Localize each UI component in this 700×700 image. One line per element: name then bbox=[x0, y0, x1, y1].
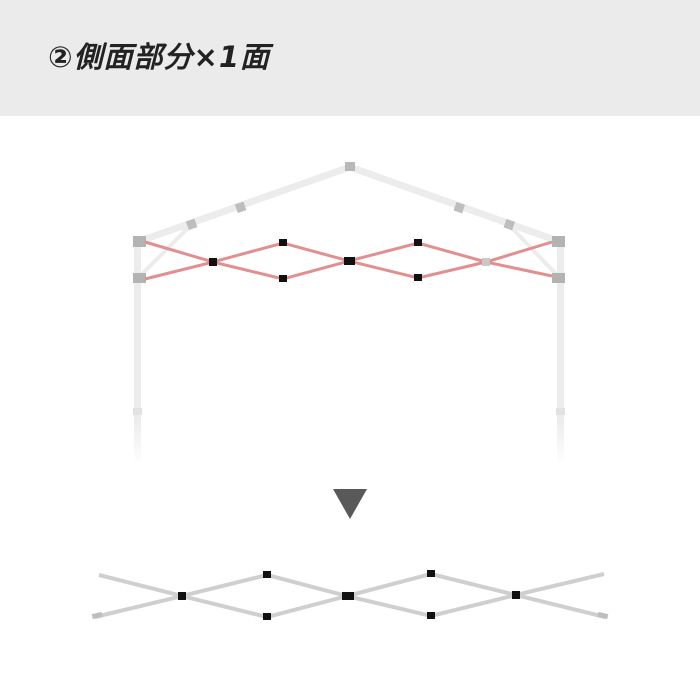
truss-hinge bbox=[279, 239, 287, 246]
roof-rafter-right bbox=[346, 163, 562, 245]
left-leg-joint bbox=[133, 408, 142, 415]
roof-peak-joint bbox=[345, 162, 355, 171]
truss-hinge bbox=[344, 257, 355, 265]
tent-diagram bbox=[91, 162, 609, 620]
truss-hinge bbox=[427, 612, 435, 619]
truss-end-cap bbox=[91, 611, 103, 620]
truss-hinge bbox=[263, 571, 271, 578]
truss-hinge bbox=[342, 592, 354, 600]
truss-hinge bbox=[414, 239, 422, 246]
truss-hinge bbox=[178, 592, 186, 600]
roof-joint bbox=[453, 201, 466, 214]
roof-joint bbox=[234, 201, 247, 214]
highlighted-side-truss bbox=[144, 239, 553, 282]
down-triangle-icon bbox=[333, 489, 367, 519]
page-title: ②側面部分×1面 bbox=[48, 40, 271, 74]
truss-hinge bbox=[482, 258, 490, 266]
truss-hinge bbox=[279, 275, 287, 282]
roof-joint bbox=[503, 218, 516, 231]
corner-joint-top-left bbox=[133, 236, 146, 247]
roof-rafter-left bbox=[136, 163, 354, 245]
left-leg bbox=[134, 240, 141, 465]
truss-hinge bbox=[512, 591, 520, 599]
truss-hinge bbox=[263, 613, 271, 620]
corner-joint-bottom-right bbox=[552, 273, 565, 283]
tent-frame bbox=[133, 162, 565, 465]
corner-joint-bottom-left bbox=[133, 273, 146, 283]
truss-end-cap bbox=[597, 611, 609, 620]
corner-joint-top-right bbox=[552, 236, 565, 247]
diagram-area bbox=[0, 116, 700, 700]
truss-hinge bbox=[414, 274, 422, 281]
header-bar: ②側面部分×1面 bbox=[0, 0, 700, 116]
roof-joint bbox=[185, 218, 198, 231]
right-leg-joint bbox=[556, 408, 565, 415]
detached-side-truss bbox=[91, 570, 609, 620]
roof-strut-right bbox=[506, 222, 559, 277]
right-leg bbox=[557, 240, 564, 465]
truss-hinge bbox=[427, 570, 435, 577]
truss-hinge bbox=[209, 258, 217, 266]
